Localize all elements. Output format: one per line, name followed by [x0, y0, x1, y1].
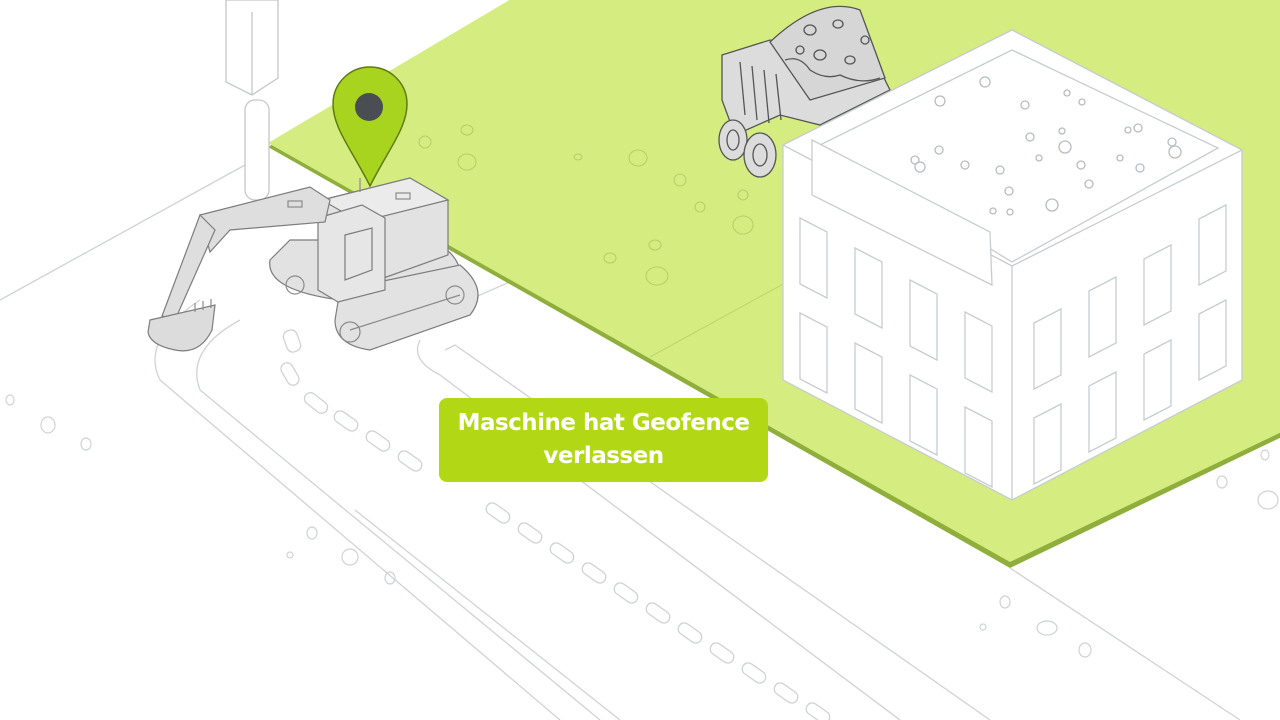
street-light-illustration: [225, 0, 279, 201]
dump-truck-illustration: [718, 5, 891, 178]
road-dashes: [280, 329, 831, 720]
geofence-alert-label: Maschine hat Geofence verlassen: [439, 398, 768, 482]
ground-pebbles: [5, 394, 1279, 658]
map-pin-icon: [332, 66, 408, 188]
alert-line-2: verlassen: [543, 443, 664, 469]
building-illustration: [781, 29, 1244, 501]
alert-line-1: Maschine hat Geofence: [457, 410, 750, 436]
excavator-illustration: [147, 177, 479, 352]
road-lines: [0, 164, 1241, 720]
